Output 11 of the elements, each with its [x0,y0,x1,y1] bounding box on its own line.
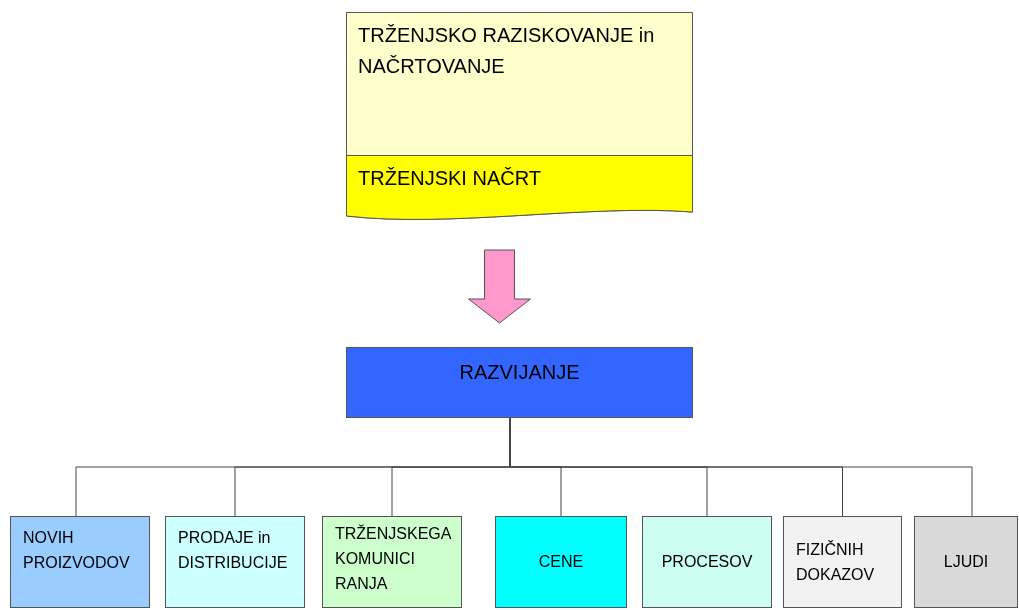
category-box: PRODAJE in DISTRIBUCIJE [165,516,305,608]
block-arrow [468,249,531,324]
band-label: TRŽENJSKI NAČRT [358,166,541,191]
category-box: NOVIH PROIZVODOV [10,516,150,608]
category-box: FIZIČNIH DOKAZOV [783,516,902,608]
category-box: PROCESOV [642,516,772,608]
category-box: TRŽENJSKEGA KOMUNICI RANJA [322,516,462,608]
category-box: CENE [495,516,627,608]
category-box: RAZVIJANJE [346,347,693,418]
heading: TRŽENJSKO RAZISKOVANJE in NAČRTOVANJE [358,23,656,79]
category-box: LJUDI [914,516,1018,608]
